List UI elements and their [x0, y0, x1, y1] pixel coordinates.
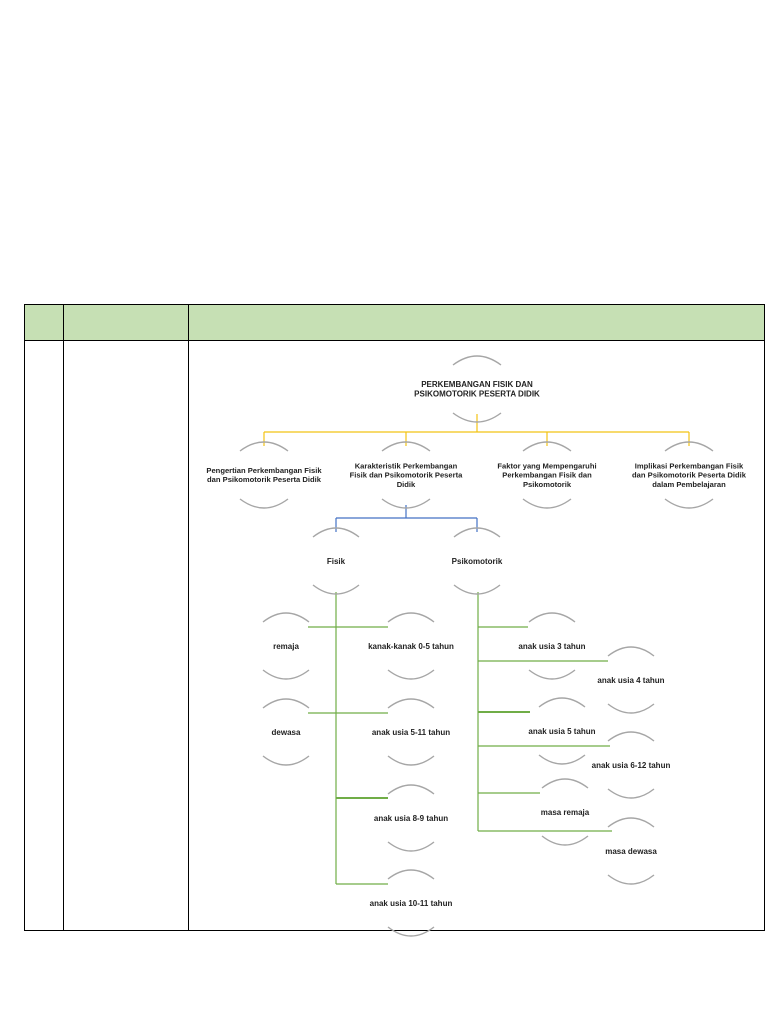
psikomotorik-child-node-3-bottom-arc [607, 788, 655, 799]
psikomotorik-child-node-0-bottom-arc [528, 669, 576, 680]
fisik-right-node-2-bottom-arc [387, 841, 435, 852]
level1-node-1-label-line: Karakteristik Perkembangan [355, 462, 458, 471]
fisik-remaja-node-label-line: remaja [273, 642, 299, 651]
psikomotorik-node-bottom-arc [453, 584, 501, 595]
fisik-remaja-node-bottom-arc [262, 669, 310, 680]
level1-node-1-label-line: Fisik dan Psikomotorik Peserta [350, 471, 463, 480]
level1-node-1-bottom-arc [381, 498, 431, 509]
psikomotorik-child-node-4-top-arc [541, 778, 589, 789]
psikomotorik-child-node-5-top-arc [607, 817, 655, 828]
level1-node-0-top-arc [239, 441, 289, 452]
psikomotorik-child-node-1-bottom-arc [607, 703, 655, 714]
level1-node-1-top-arc [381, 441, 431, 452]
psikomotorik-child-node-4-label: masa remaja [541, 808, 590, 817]
fisik-remaja-node-top-arc [262, 612, 310, 623]
column-divider-2 [188, 305, 189, 930]
level1-node-1-label-line: Didik [397, 480, 416, 489]
psikomotorik-node-label-line: Psikomotorik [452, 557, 503, 566]
psikomotorik-child-node-1-label: anak usia 4 tahun [597, 676, 664, 685]
level1-node-0-label-line: Pengertian Perkembangan Fisik [206, 466, 322, 475]
fisik-node-top-arc [312, 527, 360, 538]
psikomotorik-node-top-arc [453, 527, 501, 538]
psikomotorik-child-node-2-label: anak usia 5 tahun [528, 727, 595, 736]
node-arcs [239, 355, 714, 937]
fisik-dewasa-node-label: dewasa [272, 728, 301, 737]
fisik-right-node-1-label: anak usia 5-11 tahun [372, 728, 450, 737]
psikomotorik-child-node-0-label-line: anak usia 3 tahun [518, 642, 585, 651]
level1-node-3-label-line: Implikasi Perkembangan Fisik [635, 462, 744, 471]
psikomotorik-child-node-4-label-line: masa remaja [541, 808, 590, 817]
psikomotorik-child-node-0-top-arc [528, 612, 576, 623]
column-divider-1 [63, 305, 64, 930]
fisik-right-node-3-label-line: anak usia 10-11 tahun [370, 899, 453, 908]
fisik-right-node-2-top-arc [387, 784, 435, 795]
level1-node-2-label-line: Psikomotorik [523, 480, 572, 489]
psikomotorik-child-node-1-top-arc [607, 646, 655, 657]
fisik-remaja-node-label: remaja [273, 642, 299, 651]
level1-node-3-bottom-arc [664, 498, 714, 509]
fisik-right-node-3-top-arc [387, 869, 435, 880]
root-node-top-arc [452, 355, 502, 366]
level1-node-2-bottom-arc [522, 498, 572, 509]
fisik-right-node-0-top-arc [387, 612, 435, 623]
fisik-dewasa-node-top-arc [262, 698, 310, 709]
psikomotorik-child-node-5-label: masa dewasa [605, 847, 657, 856]
fisik-right-node-1-top-arc [387, 698, 435, 709]
fisik-right-node-1-bottom-arc [387, 755, 435, 766]
table-header-row [25, 305, 764, 341]
root-node-bottom-arc [452, 412, 502, 423]
content-table [24, 304, 765, 931]
psikomotorik-node-label: Psikomotorik [452, 557, 503, 566]
level1-node-2-label-line: Perkembangan Fisik dan [502, 471, 592, 480]
fisik-right-node-0-label: kanak-kanak 0-5 tahun [368, 642, 454, 651]
psikomotorik-child-node-2-top-arc [538, 697, 586, 708]
fisik-dewasa-node-bottom-arc [262, 755, 310, 766]
psikomotorik-child-node-0-label: anak usia 3 tahun [518, 642, 585, 651]
level1-node-0-bottom-arc [239, 498, 289, 509]
fisik-right-node-0-bottom-arc [387, 669, 435, 680]
fisik-node-bottom-arc [312, 584, 360, 595]
level1-node-0-label-line: dan Psikomotorik Peserta Didik [207, 475, 322, 484]
root-node-label-line: PERKEMBANGAN FISIK DAN [421, 380, 533, 389]
fisik-dewasa-node-label-line: dewasa [272, 728, 301, 737]
fisik-right-node-2-label-line: anak usia 8-9 tahun [374, 814, 448, 823]
psikomotorik-child-node-2-label-line: anak usia 5 tahun [528, 727, 595, 736]
psikomotorik-child-node-4-bottom-arc [541, 835, 589, 846]
fisik-node-label: Fisik [327, 557, 346, 566]
psikomotorik-child-node-3-top-arc [607, 731, 655, 742]
level1-node-3-label-line: dalam Pembelajaran [652, 480, 726, 489]
fisik-node-label-line: Fisik [327, 557, 346, 566]
level1-node-3-top-arc [664, 441, 714, 452]
root-node-label-line: PSIKOMOTORIK PESERTA DIDIK [414, 390, 540, 399]
psikomotorik-child-node-3-label-line: anak usia 6-12 tahun [592, 761, 671, 770]
fisik-right-node-1-label-line: anak usia 5-11 tahun [372, 728, 450, 737]
level1-node-3-label-line: dan Psikomotorik Peserta Didik [632, 471, 747, 480]
psikomotorik-child-node-3-label: anak usia 6-12 tahun [592, 761, 671, 770]
psikomotorik-child-node-5-label-line: masa dewasa [605, 847, 657, 856]
diagram-connectors [263, 414, 690, 885]
psikomotorik-child-node-1-label-line: anak usia 4 tahun [597, 676, 664, 685]
fisik-right-node-3-label: anak usia 10-11 tahun [370, 899, 453, 908]
psikomotorik-child-node-5-bottom-arc [607, 874, 655, 885]
level1-node-2-top-arc [522, 441, 572, 452]
fisik-right-node-2-label: anak usia 8-9 tahun [374, 814, 448, 823]
psikomotorik-child-node-2-bottom-arc [538, 754, 586, 765]
fisik-right-node-3-bottom-arc [387, 926, 435, 937]
fisik-right-node-0-label-line: kanak-kanak 0-5 tahun [368, 642, 454, 651]
level1-node-2-label-line: Faktor yang Mempengaruhi [497, 462, 596, 471]
